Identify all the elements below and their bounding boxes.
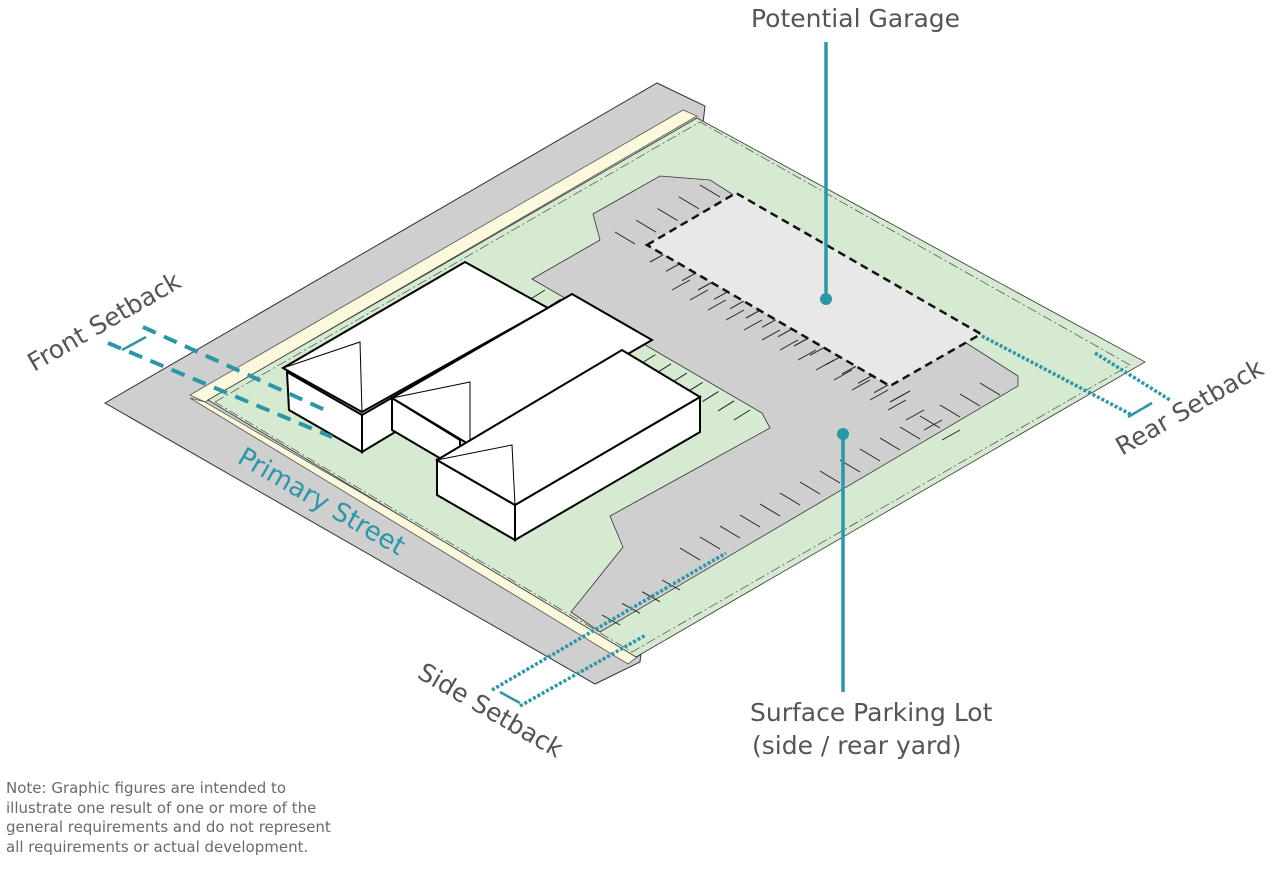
- rear-setback-arrow: [1127, 401, 1153, 419]
- parking-stall-line: [939, 404, 961, 418]
- parking-stall-line: [702, 391, 719, 402]
- parking-stall-line: [819, 470, 841, 484]
- property-line: [214, 121, 1131, 653]
- parking-stall-line: [759, 503, 781, 517]
- parking-stall-line: [679, 547, 701, 561]
- parking-stall-line: [699, 536, 721, 550]
- front-setback-arrow: [121, 335, 147, 352]
- parking-stall-line: [733, 409, 751, 421]
- parking-stall-line: [761, 329, 781, 341]
- side-setback-label: Side Setback: [413, 657, 569, 764]
- parking-stall-line: [815, 359, 835, 371]
- parking-stall-line: [779, 339, 799, 351]
- parking-stall-line: [779, 492, 801, 506]
- parking-stall-line: [887, 399, 907, 411]
- parking-stall-line: [699, 184, 721, 198]
- rear-setback-lines: [981, 334, 1171, 417]
- parking-stall-line: [799, 481, 821, 495]
- parking-stall-line: [601, 614, 621, 626]
- parking-stall-line: [919, 415, 941, 429]
- parking-stall-line: [678, 196, 700, 210]
- parking-stall-line: [671, 279, 691, 291]
- parking-stall-line: [869, 389, 889, 401]
- parking-stall-line: [657, 208, 678, 221]
- parking-stall-line: [689, 289, 709, 301]
- parking-stall-line: [905, 409, 925, 421]
- parking-stall-line: [641, 591, 661, 603]
- parking-stall-line: [879, 437, 901, 451]
- surface-parking-sublabel: (side / rear yard): [752, 731, 962, 760]
- potential-garage-label: Potential Garage: [751, 4, 960, 33]
- parking-stall-line: [797, 349, 817, 361]
- parking-stall-line: [859, 448, 881, 462]
- parking-stall-line: [719, 525, 741, 539]
- rear-setback-label: Rear Setback: [1111, 353, 1269, 461]
- parking-area: [531, 175, 1019, 633]
- parking-stall-line: [959, 393, 981, 407]
- parking-stall-line: [614, 231, 636, 245]
- front-setback-lines: [107, 325, 333, 439]
- garage-leader-dot: [820, 293, 832, 305]
- side-setback-lines: [491, 551, 727, 708]
- parking-stall-line: [739, 514, 761, 528]
- parking-stall-line: [979, 382, 1001, 396]
- parking-stall-line: [899, 426, 921, 440]
- front-setback-label: Front Setback: [23, 266, 187, 377]
- parking-stall-line: [923, 419, 943, 431]
- potential-garage-footprint: [644, 191, 984, 388]
- disclaimer-note: Note: Graphic figures are intended to il…: [6, 779, 331, 856]
- surface-parking-label: Surface Parking Lot: [750, 698, 993, 727]
- building-3: [435, 348, 702, 542]
- parking-stall-line: [725, 309, 745, 321]
- parking-stall-line: [717, 400, 735, 412]
- parking-stall-line: [635, 219, 657, 233]
- parking-leader-dot: [837, 428, 849, 440]
- parking-stall-line: [743, 319, 763, 331]
- sidewalk-side: [189, 109, 698, 403]
- parking-stall-line: [889, 390, 911, 403]
- parking-stall-line: [833, 369, 853, 381]
- parking-stall-line: [941, 429, 961, 441]
- parking-stall-line: [851, 379, 871, 391]
- parking-stall-line: [707, 299, 727, 311]
- side-setback-arrow: [499, 690, 521, 705]
